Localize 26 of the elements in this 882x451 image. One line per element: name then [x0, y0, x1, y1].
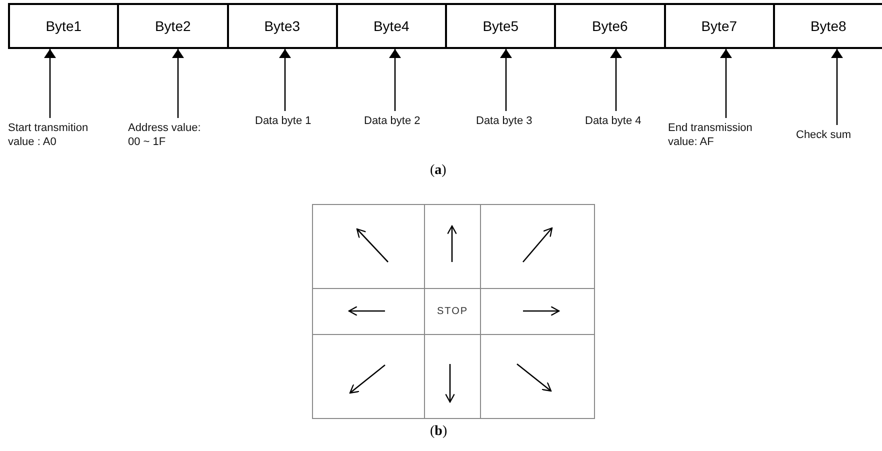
byte-cell: Byte7	[664, 3, 775, 49]
field-description: Data byte 4	[585, 114, 642, 128]
panel-label: (a)	[430, 163, 446, 179]
byte-cell: Byte5	[445, 3, 556, 49]
byte-cell: Byte1	[8, 3, 120, 49]
byte-cell: Byte3	[226, 3, 338, 49]
arrow	[390, 49, 400, 111]
arrow	[612, 49, 620, 111]
arrow	[280, 49, 290, 111]
field-description: Data byte 3	[476, 114, 532, 128]
byte-cell: Byte8	[772, 3, 882, 49]
field-description: Check sum	[796, 128, 852, 142]
field-description: Address value: 00 ~ 1F	[128, 121, 213, 149]
arrow	[46, 49, 54, 118]
field-description: End transmission value: AF	[668, 121, 778, 149]
field-description: Start transmition value : A0	[8, 121, 108, 149]
byte-cell: Byte4	[336, 3, 447, 49]
panel-label: (b)	[430, 424, 448, 440]
arrow	[502, 49, 510, 111]
byte-cell: Byte2	[117, 3, 228, 49]
arrow	[722, 49, 730, 118]
field-description: Data byte 2	[364, 114, 420, 128]
arrow	[174, 49, 182, 118]
field-description: Data byte 1	[255, 114, 312, 128]
arrow	[832, 49, 842, 125]
byte-cell: Byte6	[554, 3, 666, 49]
